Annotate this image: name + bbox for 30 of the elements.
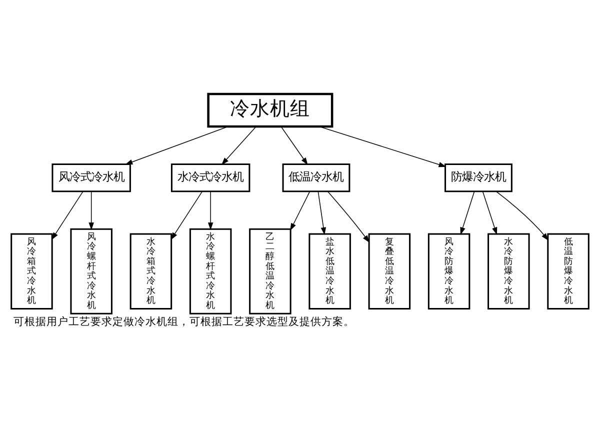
node-box: 风冷防爆冷水机 (428, 233, 470, 310)
node-box: 低温防爆冷水机 (547, 233, 590, 310)
arrow (482, 191, 498, 235)
arrow (88, 191, 94, 230)
arrow (52, 191, 84, 240)
arrow (125, 126, 229, 165)
arrow (290, 191, 310, 231)
arrow (496, 191, 548, 241)
arrow (221, 126, 256, 165)
arrow (318, 126, 446, 168)
arrow (318, 191, 326, 235)
node-box: 风冷螺杆式冷水机 (70, 228, 112, 314)
arrow (208, 191, 214, 230)
node-box: 水冷箱式冷水机 (130, 233, 172, 310)
node-box: 防爆冷水机 (444, 163, 512, 192)
node-box: 冷水机组 (207, 92, 334, 128)
node-box: 乙二醇低温冷水机 (249, 228, 292, 314)
node-box: 水冷式冷水机 (170, 163, 250, 192)
node-box: 盐水低温冷水机 (308, 233, 351, 310)
arrow (170, 191, 203, 240)
node-box: 水冷螺杆式冷水机 (189, 228, 232, 314)
caption: 可根据用户工艺要求定做冷水机组，可根据工艺要求选型及提供方案。 (14, 316, 355, 328)
arrow (280, 126, 308, 166)
arrow (327, 191, 370, 243)
node-box: 水冷防爆冷水机 (488, 233, 530, 310)
node-box: 低温冷水机 (282, 163, 350, 192)
node-box: 复叠低温冷水机 (368, 233, 411, 310)
arrow (460, 191, 475, 235)
node-box: 风冷箱式冷水机 (10, 233, 53, 310)
node-box: 风冷式冷水机 (52, 163, 131, 192)
